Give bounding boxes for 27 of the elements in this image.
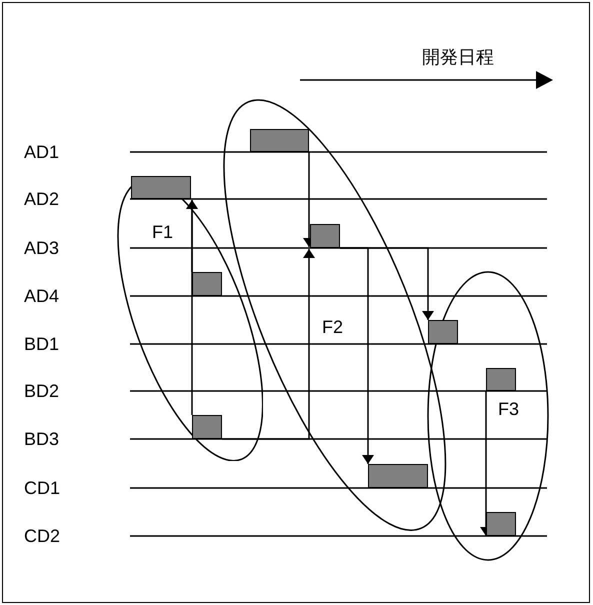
arrow xyxy=(186,200,198,272)
row-label: BD1 xyxy=(24,335,60,353)
group-label: F1 xyxy=(152,222,173,241)
task-bar xyxy=(310,224,340,248)
task-bar xyxy=(131,176,191,199)
row-label: AD4 xyxy=(24,287,60,305)
arrow xyxy=(340,247,374,464)
task-bar xyxy=(192,414,222,439)
group-ellipse xyxy=(223,98,447,532)
group-label: F2 xyxy=(322,318,343,336)
task-bar xyxy=(486,368,516,391)
arrow xyxy=(222,249,315,440)
row-label: CD2 xyxy=(24,527,60,545)
task-bar xyxy=(192,272,222,296)
task-bar xyxy=(486,512,516,536)
row-label: AD2 xyxy=(24,190,60,208)
schedule-label: 開発日程 xyxy=(422,48,494,66)
task-bar xyxy=(368,464,428,488)
task-bar xyxy=(428,320,458,344)
task-bar xyxy=(250,128,309,152)
group-label: F3 xyxy=(498,400,520,418)
group-ellipse xyxy=(427,271,549,561)
row-label: AD1 xyxy=(24,143,60,161)
row-label: CD1 xyxy=(24,479,60,497)
row-label: BD2 xyxy=(24,382,60,400)
row-label: AD3 xyxy=(24,239,60,257)
row-label: BD3 xyxy=(24,430,60,448)
